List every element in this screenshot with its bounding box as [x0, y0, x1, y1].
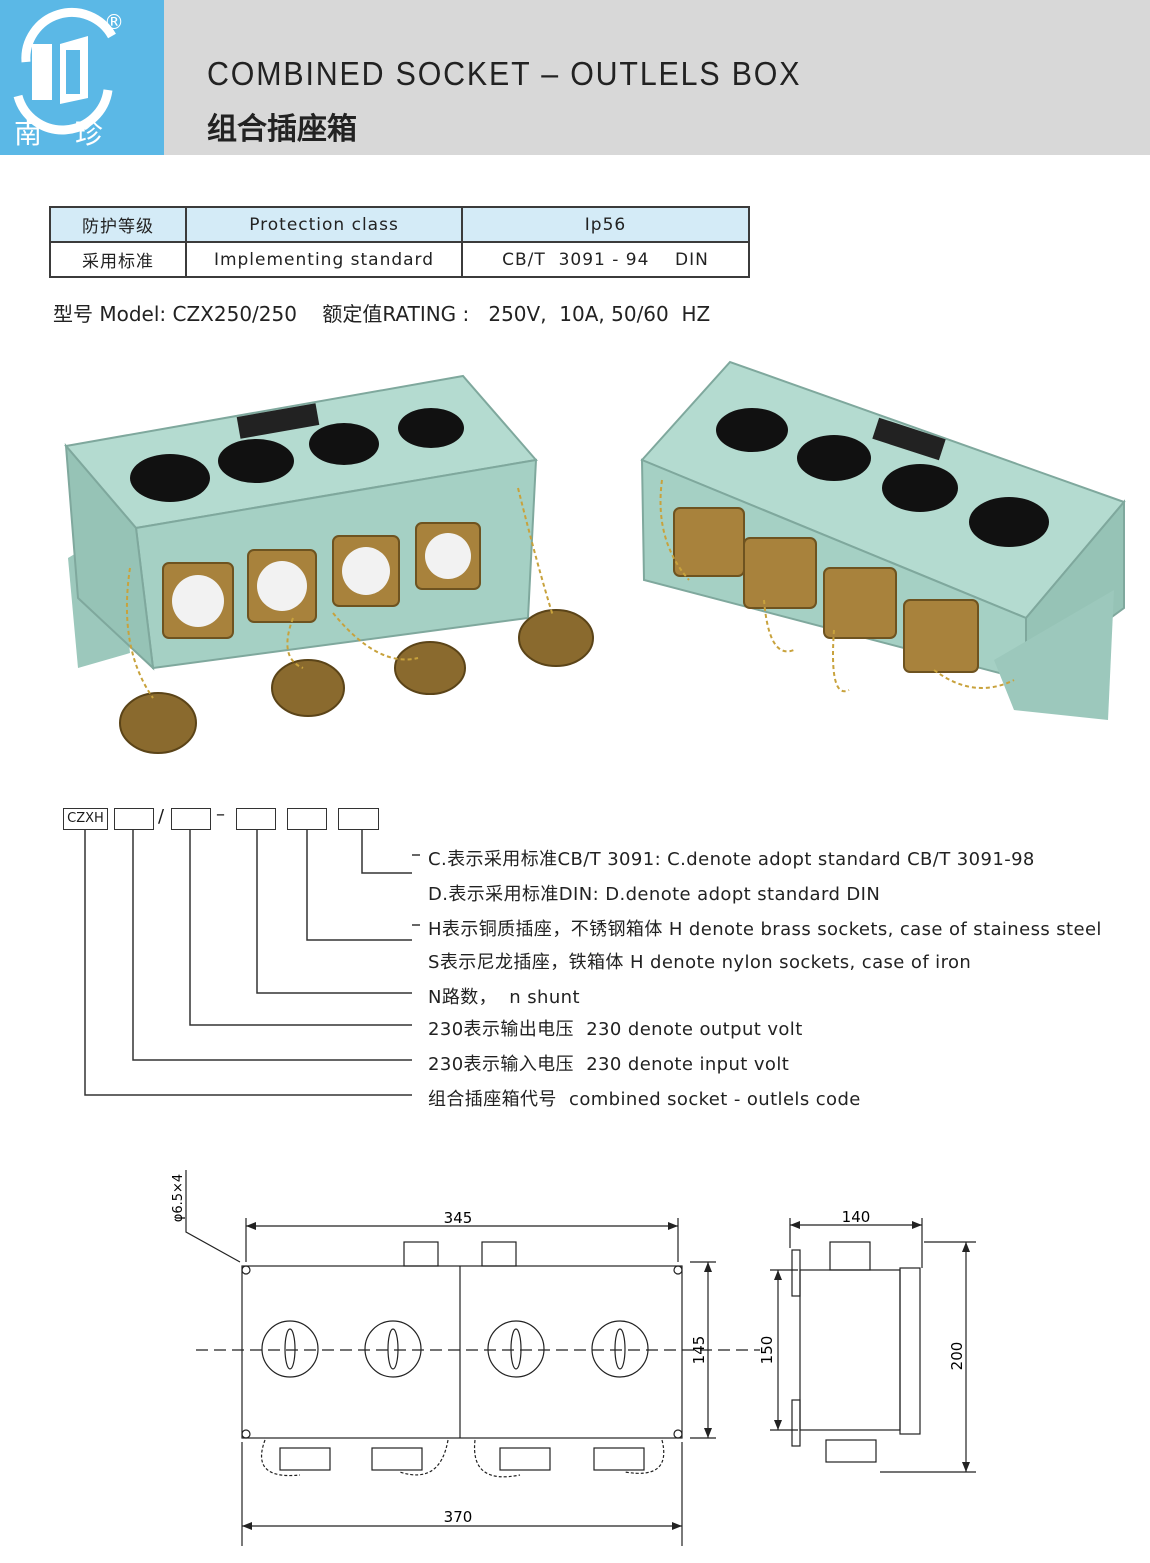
- table-cell: CB/T 3091 - 94 DIN: [461, 241, 750, 278]
- code-dash: –: [216, 804, 225, 825]
- socket-icon: [279, 1447, 331, 1471]
- dim-345-label: 345: [444, 1209, 473, 1227]
- product-photo-back: [640, 360, 1126, 720]
- switch-icon: [261, 1320, 319, 1378]
- dim-150-label: 150: [758, 1336, 776, 1365]
- table-cell: Protection class: [185, 206, 463, 243]
- page-title-cn: 组合插座箱: [207, 112, 357, 147]
- brand-logo: ® 南 珍: [0, 0, 164, 155]
- logo-text: 南 珍: [14, 117, 115, 150]
- table-row: 采用标准 Implementing standard CB/T 3091 - 9…: [49, 241, 750, 278]
- switch-icon: [591, 1320, 649, 1378]
- page-title-en: COMBINED SOCKET – OUTLELS BOX: [207, 55, 802, 92]
- socket-icon: [499, 1447, 551, 1471]
- code-slot-input-volt: [114, 808, 154, 830]
- switch-icon: [364, 1320, 422, 1378]
- registered-mark: ®: [104, 10, 124, 34]
- spec-table: 防护等级 Protection class Ip56 采用标准 Implemen…: [49, 206, 750, 278]
- code-slot-output-volt: [171, 808, 211, 830]
- logo-emblem-icon: [13, 7, 116, 135]
- dim-200-label: 200: [948, 1342, 966, 1371]
- legend-line-output: 230表示输出电压 230 denote output volt: [428, 1019, 803, 1040]
- code-slash: /: [158, 806, 165, 827]
- table-row: 防护等级 Protection class Ip56: [49, 206, 750, 243]
- legend-line-s: S表示尼龙插座，铁箱体 H denote nylon sockets, case…: [428, 952, 972, 973]
- side-view-box: [799, 1269, 901, 1431]
- product-photo-front: [64, 374, 594, 754]
- dimension-drawing: 345 370 140 145 150 200 φ6.5×4: [171, 1170, 976, 1546]
- socket-icon: [825, 1439, 877, 1463]
- table-cell: Ip56: [461, 206, 750, 243]
- code-leader-lines: [84, 830, 420, 1096]
- legend-line-n: N路数， n shunt: [428, 987, 580, 1008]
- legend-line-c: C.表示采用标准CB/T 3091: C.denote adopt standa…: [428, 849, 1035, 870]
- hole-spec-label: φ6.5×4: [171, 1174, 186, 1222]
- code-slot-material: [287, 808, 327, 830]
- legend-line-code: 组合插座箱代号 combined socket - outlels code: [428, 1089, 861, 1110]
- code-slot-shunt: [236, 808, 276, 830]
- switch-icon: [487, 1320, 545, 1378]
- header-band: [0, 0, 1150, 155]
- code-prefix-box: CZXH: [63, 808, 108, 830]
- code-slot-standard: [338, 808, 379, 830]
- legend-line-h: H表示铜质插座，不锈钢箱体 H denote brass sockets, ca…: [428, 919, 1102, 940]
- socket-icon: [593, 1447, 645, 1471]
- dim-145-label: 145: [690, 1336, 708, 1365]
- dim-140-label: 140: [842, 1208, 871, 1226]
- dim-370-label: 370: [444, 1508, 473, 1526]
- socket-icon: [371, 1447, 423, 1471]
- model-rating-line: 型号 Model: CZX250/250 额定值RATING : 250V, 1…: [53, 302, 711, 326]
- legend-line-input: 230表示输入电压 230 denote input volt: [428, 1054, 790, 1075]
- table-cell: 采用标准: [49, 241, 187, 278]
- table-cell: Implementing standard: [185, 241, 463, 278]
- front-view-box: [241, 1265, 683, 1439]
- table-cell: 防护等级: [49, 206, 187, 243]
- legend-line-d: D.表示采用标准DIN: D.denote adopt standard DIN: [428, 884, 881, 905]
